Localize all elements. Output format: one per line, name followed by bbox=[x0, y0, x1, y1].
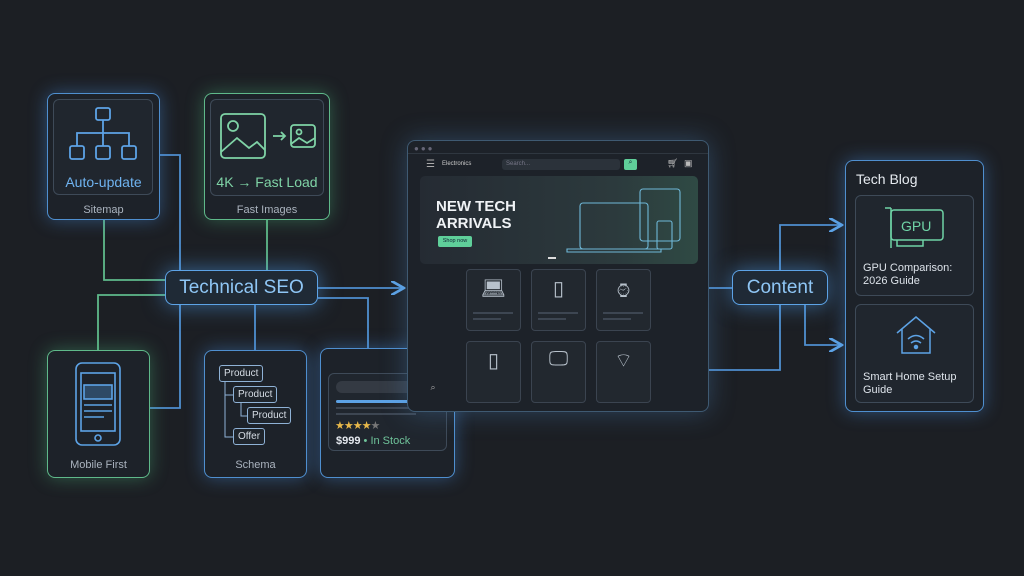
snippet-price: $999 bbox=[336, 435, 361, 447]
technical-seo-node: Technical SEO bbox=[165, 270, 318, 305]
cart-icon[interactable]: 🛒︎ bbox=[667, 158, 679, 168]
schema-node-product: Product bbox=[247, 407, 292, 424]
router-icon: ⌔ bbox=[614, 350, 633, 372]
laptop-icon: 💻︎ bbox=[480, 278, 507, 300]
product-card[interactable]: ▯ bbox=[531, 269, 586, 331]
blog-post-gpu[interactable]: GPU GPU Comparison: 2026 Guide bbox=[855, 195, 974, 296]
store-window: ●●● ☰ Electronics Search... ⌕ 🛒︎ ▣ NEW T… bbox=[407, 140, 709, 412]
schema-node-product: Product bbox=[219, 365, 264, 382]
hero-title-1: NEW TECH bbox=[436, 198, 516, 215]
blog-title: Tech Blog bbox=[856, 171, 918, 187]
schema-caption: Schema bbox=[235, 459, 276, 471]
fast-images-title: 4K → Fast Load bbox=[216, 174, 318, 190]
store-brand[interactable]: Electronics bbox=[442, 161, 472, 167]
svg-text:GPU: GPU bbox=[901, 218, 931, 234]
phone-icon: ▯ bbox=[552, 278, 564, 300]
desktop-tablet-icon: 🖵 bbox=[548, 348, 569, 370]
schema-node-product: Product bbox=[233, 386, 278, 403]
search-icon: ⌕ bbox=[430, 382, 436, 392]
schema-node-offer: Offer bbox=[233, 428, 266, 445]
content-node: Content bbox=[732, 270, 828, 305]
window-dots: ●●● bbox=[414, 144, 435, 153]
blog-post-smart-home[interactable]: Smart Home Setup Guide bbox=[855, 304, 974, 403]
smartphone-icon bbox=[75, 362, 121, 446]
bag-icon[interactable]: ▣ bbox=[684, 158, 693, 168]
devices-illustration bbox=[566, 188, 681, 253]
store-search-input[interactable]: Search... bbox=[502, 159, 620, 170]
search-button[interactable]: ⌕ bbox=[624, 159, 637, 170]
product-card[interactable]: 💻︎ bbox=[466, 269, 521, 331]
fast-images-caption: Fast Images bbox=[236, 204, 298, 216]
sitemap-title: Auto-update bbox=[65, 174, 142, 190]
product-card[interactable]: 🖵 bbox=[531, 341, 586, 403]
snippet-stock: • In Stock bbox=[363, 435, 411, 447]
rich-snippet-card: ⌕ ★★★★★ $999 • In Stock bbox=[320, 348, 455, 478]
schema-card: Product Product Product Offer Schema bbox=[204, 350, 307, 478]
blog-post-title: Smart Home Setup Guide bbox=[863, 371, 957, 396]
smart-home-icon bbox=[896, 316, 936, 354]
hero-title-2: ARRIVALS bbox=[436, 215, 512, 232]
menu-icon[interactable]: ☰ bbox=[426, 159, 435, 170]
phone-icon: ▯ bbox=[487, 350, 499, 372]
tech-blog-card: Tech Blog GPU GPU Comparison: 2026 Guide… bbox=[845, 160, 984, 412]
hierarchy-icon bbox=[69, 107, 137, 160]
blog-post-title: GPU Comparison: 2026 Guide bbox=[863, 262, 953, 287]
sitemap-caption: Sitemap bbox=[83, 204, 124, 216]
mobile-first-card: Mobile First bbox=[47, 350, 150, 478]
shop-now-button[interactable]: Shop now bbox=[438, 236, 472, 247]
product-card[interactable]: ⌔ bbox=[596, 341, 651, 403]
product-card[interactable]: ▯ bbox=[466, 341, 521, 403]
star-rating: ★★★★★ bbox=[335, 420, 380, 432]
product-card[interactable]: ⌚︎ bbox=[596, 269, 651, 331]
image-compress-icon bbox=[220, 113, 316, 159]
smartwatch-icon: ⌚︎ bbox=[613, 281, 634, 303]
gpu-icon: GPU bbox=[885, 207, 944, 248]
sitemap-card: Auto-update Sitemap bbox=[47, 93, 160, 220]
fast-images-card: 4K → Fast Load Fast Images bbox=[204, 93, 330, 220]
mobile-first-caption: Mobile First bbox=[70, 459, 127, 471]
